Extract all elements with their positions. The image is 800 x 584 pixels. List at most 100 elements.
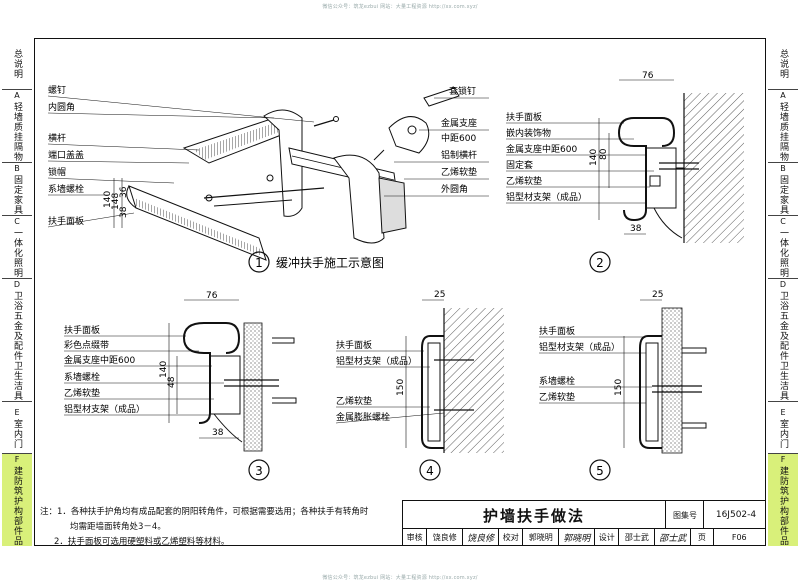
category-tab-label: 卫浴五金及配件卫生洁具 [12,291,22,401]
d3-dim-48: 48 [167,376,177,388]
d1-label-lock-cap: 锁帽 [48,166,66,178]
d2-label-panel: 扶手面板 [506,111,542,123]
designer-signature: 邵士武 [655,529,692,546]
category-tab-code: A [780,91,786,100]
category-tab-label: 一体化照明 [778,228,788,278]
d3-label-alu-bracket: 铝型材支架（成品） [64,403,145,415]
category-tab-label: 总说明 [12,48,22,79]
category-tab-label: 建防筑护构部件品 [12,466,22,546]
d3-dim-38: 38 [212,428,224,438]
d2-label-alu-bracket: 铝型材支架（成品） [506,191,587,203]
note-1-cont: 均需距墙面转角处3－4。 [70,522,166,532]
category-tab-code: E [780,407,786,417]
category-tab-d[interactable]: D 卫浴五金及配件卫生洁具 [2,279,32,402]
category-tab-code: F [780,455,786,464]
d1-label-outer-corner: 外圆角 [441,183,468,195]
d4-dim-25: 25 [434,290,445,300]
page-label: 页 [691,529,714,546]
watermark-top: 微信公众号：筑龙ezbui 网站：大量工程资源 http://xx.com.xy… [322,4,478,10]
d1-label-end-cap: 端口盖盖 [48,149,84,161]
d5-dim-25: 25 [652,290,663,300]
d1-label-spacing: 中距600 [441,132,476,144]
category-tab-code: D [13,280,21,289]
category-tab-f[interactable]: F 建防筑护构部件品 [2,454,32,546]
detail-2: 76 140 80 38 扶手面板 嵌内装饰物 金属支座中距600 固定套 乙烯… [506,71,744,273]
category-tab-label: 轻墙质挂隔物 [12,102,22,162]
category-tab-general[interactable]: 总说明 [768,38,798,90]
d2-dim-76: 76 [642,71,654,81]
category-tab-code: A [14,91,20,100]
d1-label-screw: 螺钉 [48,85,66,96]
note-1: 注：1．各种扶手护角均有成品配套的阴阳转角件，可根据需要选用；各种扶手有转角时 [40,507,369,517]
d3-label-wall-bolt: 系墙螺栓 [64,371,100,383]
d1-label-lock-nail: 套锁钉 [449,85,476,97]
d2-label-fixing-sleeve: 固定套 [506,159,533,171]
set-value: 16J502-4 [703,501,768,529]
d1-label-wall-bolt: 系墙螺栓 [48,183,84,195]
d4-dim-150: 150 [396,379,406,396]
note-2: 2．扶手面板可选用硬塑料或乙烯塑料等材料。 [54,537,230,547]
d5-number: 5 [596,464,604,478]
drawing-sheet: 140 148 36 38 螺钉 内圆角 横杆 端口盖盖 锁帽 系墙螺栓 扶手面… [47,71,744,481]
d1-number: 1 [255,256,263,270]
category-tab-general[interactable]: 总说明 [2,38,32,90]
set-label: 图集号 [665,501,704,529]
d3-label-panel: 扶手面板 [64,324,100,336]
title-block: 护墙扶手做法 图集号 16J502-4 审核 饶良修 饶良修 校对 郭晓明 郭晓… [402,500,766,546]
category-tab-code: E [14,407,20,417]
d3-label-metal-support: 金属支座中距600 [64,354,135,366]
d1-caption: 缓冲扶手施工示意图 [276,255,384,270]
d4-label-vinyl-pad: 乙烯软垫 [336,395,372,407]
d5-label-vinyl-pad: 乙烯软垫 [539,391,575,403]
d4-label-panel: 扶手面板 [336,339,372,351]
d1-dim-140: 140 [103,191,113,208]
category-tab-b[interactable]: B 固定家具 [768,163,798,216]
d3-label-vinyl-pad: 乙烯软垫 [64,387,100,399]
d2-label-vinyl-pad: 乙烯软垫 [506,175,542,187]
detail-4: 25 150 扶手面板 铝型材支架（成品） 乙烯软垫 金属膨胀螺栓 4 [335,290,504,481]
category-tab-a[interactable]: A 轻墙质挂隔物 [2,90,32,163]
checker-name: 郭晓明 [523,529,560,546]
d2-dim-140: 140 [589,149,599,166]
category-tab-code: C [14,217,20,226]
category-tab-code: F [14,455,20,464]
category-tab-label: 卫浴五金及配件卫生洁具 [778,291,788,401]
d1-dim-38: 38 [119,206,129,218]
notes: 注：1．各种扶手护角均有成品配套的阴阳转角件，可根据需要选用；各种扶手有转角时 … [40,505,368,550]
category-tab-d[interactable]: D 卫浴五金及配件卫生洁具 [768,279,798,402]
category-tab-f[interactable]: F 建防筑护构部件品 [768,454,798,546]
d5-label-panel: 扶手面板 [539,325,575,337]
category-tab-c[interactable]: C 一体化照明 [768,216,798,279]
checker-signature: 郭晓明 [559,529,596,546]
category-tab-code: B [780,164,786,173]
reviewer-signature: 饶良修 [463,529,500,546]
category-tab-label: 固定家具 [778,175,788,215]
watermark-bottom: 微信公众号：筑龙ezbui 网站：大量工程资源 http://xx.com.xy… [322,575,478,581]
d1-label-alu-bar: 铝制横杆 [441,149,477,161]
d3-label-color-strip: 彩色点缀带 [64,339,109,351]
category-tab-code: D [779,280,787,289]
category-tab-label: 建防筑护构部件品 [778,466,788,546]
d1-dim-36: 36 [119,186,129,198]
designer-name: 邵士武 [619,529,656,546]
d2-number: 2 [596,256,604,270]
d1-label-inner-corner: 内圆角 [48,101,75,113]
d1-label-metal-support: 金属支座 [441,117,477,129]
d1-dim-148: 148 [111,193,121,210]
d2-dim-80: 80 [599,148,609,160]
category-tab-code: C [780,217,786,226]
category-tab-label: 固定家具 [12,175,22,215]
detail-5: 25 150 扶手面板 铝型材支架（成品） 系墙螺栓 乙烯软垫 5 [539,290,707,481]
d5-label-wall-bolt: 系墙螺栓 [539,375,575,387]
category-tab-a[interactable]: A 轻墙质挂隔物 [768,90,798,163]
d1-label-panel: 扶手面板 [48,215,84,227]
check-label: 校对 [499,529,524,546]
category-tab-label: 轻墙质挂隔物 [778,102,788,162]
page-value: F06 [714,529,766,546]
